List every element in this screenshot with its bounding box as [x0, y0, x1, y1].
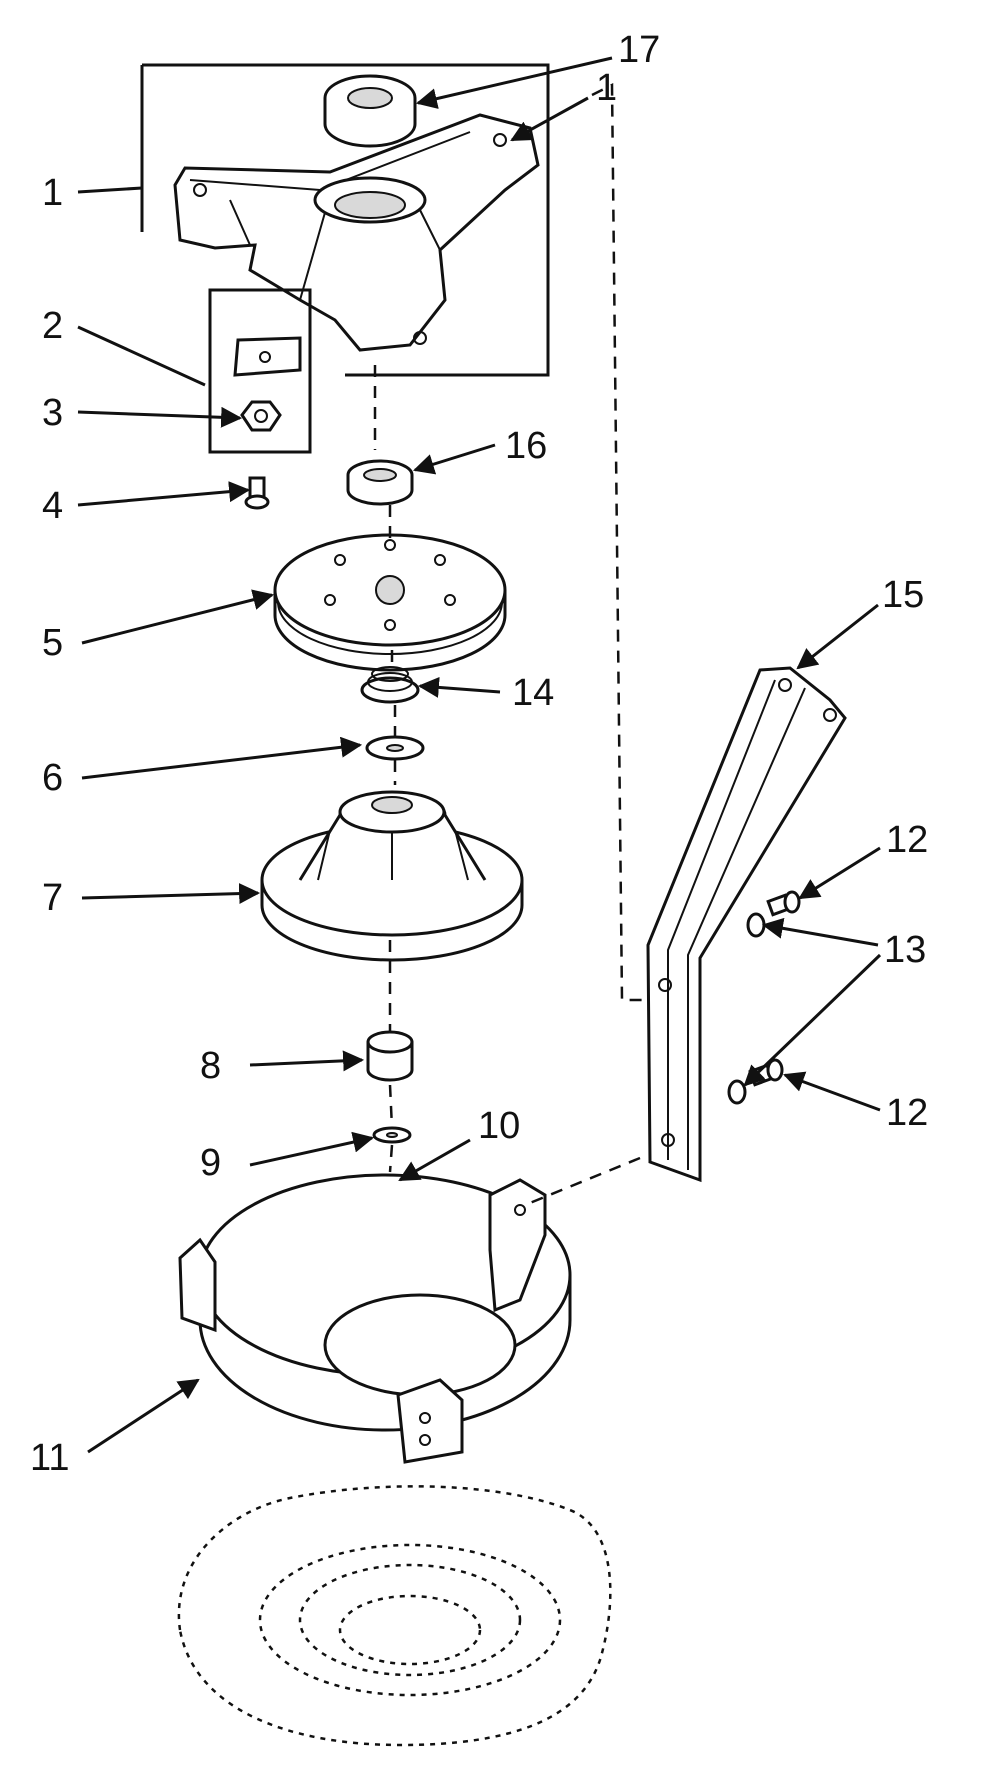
- callout-14: 14: [512, 672, 554, 714]
- part-17-bearing: [323, 74, 417, 148]
- callout-8: 8: [200, 1045, 221, 1087]
- callout-3: 3: [42, 392, 63, 434]
- callout-1a: 1: [42, 172, 63, 214]
- callout-15: 15: [882, 574, 924, 616]
- leader-16: [412, 443, 496, 475]
- leader-11: [87, 1378, 200, 1454]
- leader-5: [81, 589, 275, 645]
- part-16-bearing: [346, 459, 414, 506]
- callout-12b: 12: [886, 1092, 928, 1134]
- part-2-3-group-outline: [208, 288, 312, 454]
- part-1-bracket: [173, 113, 540, 352]
- leader-7: [81, 883, 261, 905]
- part-13-washer-upper: [746, 912, 766, 938]
- leader-12b: [783, 1071, 881, 1112]
- part-1-group-outline: [140, 63, 550, 377]
- callout-4: 4: [42, 485, 63, 527]
- leader-4: [77, 481, 251, 507]
- part-7-drive-pulley: [260, 790, 524, 962]
- assembly-line-right: [591, 82, 642, 1002]
- leader-13b: [743, 953, 882, 1087]
- callout-2: 2: [42, 305, 63, 347]
- callout-12a: 12: [886, 819, 928, 861]
- leader-17: [415, 56, 613, 109]
- assembly-line-lower: [524, 1156, 641, 1207]
- assembly-line-center: [373, 365, 397, 1173]
- part-5-pulley: [273, 533, 507, 672]
- callout-17: 17: [618, 29, 660, 71]
- leader-1a: [77, 186, 143, 194]
- part-9-washer: [372, 1126, 412, 1144]
- callout-11: 11: [30, 1437, 69, 1479]
- leader-6: [81, 736, 363, 780]
- leader-15: [796, 603, 879, 670]
- callout-6: 6: [42, 757, 63, 799]
- part-3-nut: [240, 400, 282, 432]
- callout-1b: 1: [596, 67, 617, 109]
- leader-3: [77, 406, 243, 428]
- leader-2: [77, 325, 206, 387]
- leader-14: [417, 676, 501, 698]
- part-13-washer-lower: [727, 1079, 747, 1105]
- part-8-collar: [366, 1030, 414, 1082]
- part-15-support-bracket: [646, 666, 847, 1183]
- leader-8: [249, 1050, 365, 1072]
- callout-13: 13: [884, 929, 926, 971]
- part-14-spring: [360, 666, 420, 704]
- leader-1b: [510, 96, 589, 142]
- part-2-plate: [233, 336, 302, 377]
- part-11-base-housing: [178, 1173, 572, 1464]
- part-4-bolt: [244, 476, 270, 510]
- leader-13a: [761, 917, 879, 947]
- leader-10: [398, 1138, 471, 1182]
- callout-9: 9: [200, 1142, 221, 1184]
- callout-16: 16: [505, 425, 547, 467]
- tub-outline: [177, 1485, 612, 1747]
- leader-12a: [798, 846, 881, 900]
- part-6-washer: [365, 735, 425, 761]
- callout-10: 10: [478, 1105, 520, 1147]
- callout-7: 7: [42, 877, 63, 919]
- leader-9: [249, 1131, 375, 1167]
- part-12-bolt-upper: [766, 890, 801, 917]
- callout-5: 5: [42, 622, 63, 664]
